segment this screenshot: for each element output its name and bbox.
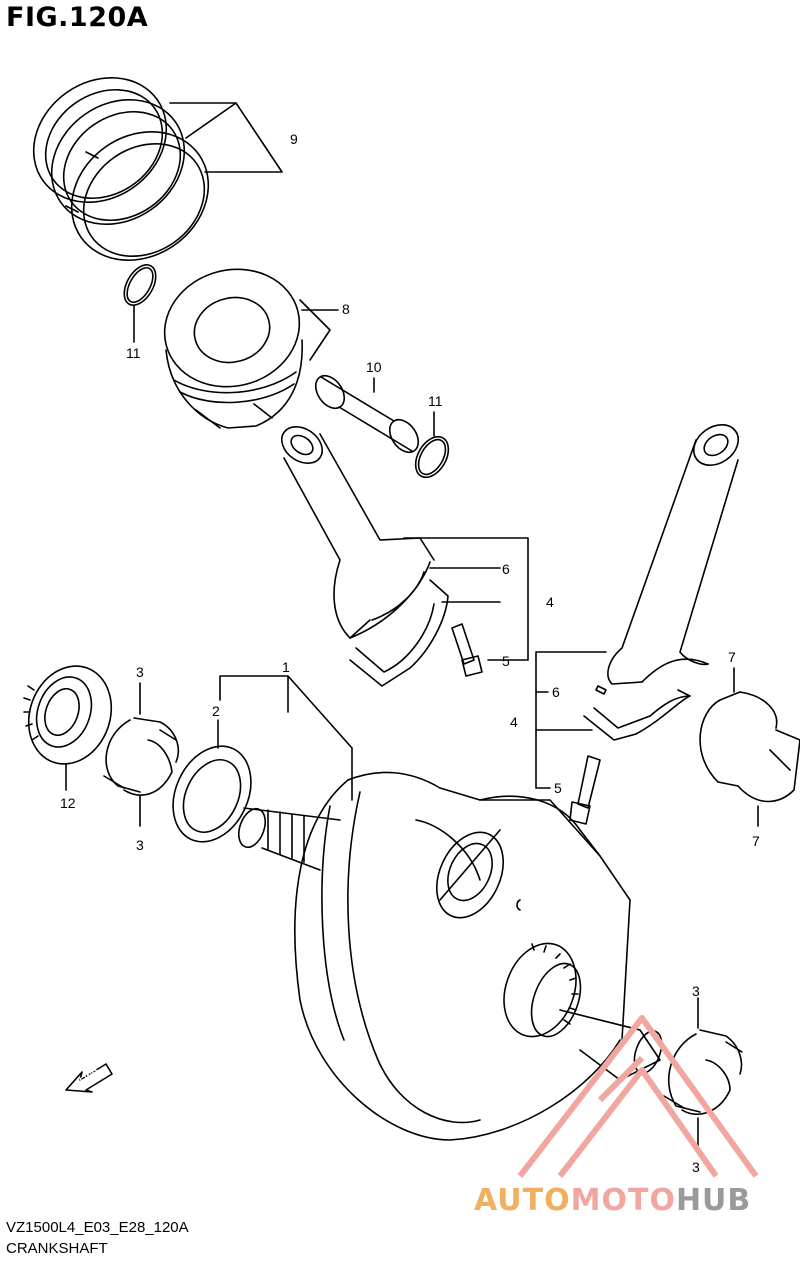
callout-3-c: 3: [692, 983, 700, 999]
callout-2: 2: [212, 703, 220, 719]
piston: [163, 268, 331, 429]
connecting-rod-right: [583, 424, 740, 741]
figure-title: FIG.120A: [6, 2, 149, 33]
callout-10: 10: [366, 359, 382, 375]
callout-8: 8: [342, 301, 350, 317]
forward-direction-arrow: [65, 1063, 113, 1093]
model-code: VZ1500L4_E03_E28_120A: [6, 1219, 189, 1236]
section-name: CRANKSHAFT: [6, 1240, 108, 1257]
piston-pin: [314, 374, 420, 454]
circlip-right: [414, 435, 450, 479]
callout-4-right: 4: [510, 714, 518, 730]
connecting-rod-left: [280, 426, 449, 687]
callout-6-left: 6: [502, 561, 510, 577]
conrod-bolt-left: [451, 623, 483, 677]
thrust-bearing-2: [172, 745, 252, 843]
callout-1: 1: [282, 659, 290, 675]
crank-bearing-3-left: [103, 717, 180, 796]
watermark-text: AUTOMOTOHUB: [474, 1183, 752, 1218]
conrod-bolt-right: [569, 755, 601, 825]
callout-3-d: 3: [692, 1159, 700, 1175]
crank-bearing-7: [699, 691, 800, 803]
callout-6-right: 6: [552, 684, 560, 700]
callout-4-left: 4: [546, 594, 554, 610]
callout-11-left: 11: [126, 345, 141, 361]
callout-3-a: 3: [136, 664, 144, 680]
piston-ring-set: [32, 76, 210, 261]
watermark-logo: [517, 1015, 759, 1178]
callout-5-right: 5: [554, 780, 562, 796]
callout-3-b: 3: [136, 837, 144, 853]
callout-12: 12: [60, 795, 76, 811]
crank-bearing-3-right: [663, 1029, 743, 1115]
dowel-pin-right: [595, 685, 607, 695]
callout-11-right: 11: [428, 393, 443, 409]
circlip-left: [123, 264, 157, 306]
callout-5-left: 5: [502, 653, 510, 669]
crankshaft: [238, 771, 663, 1141]
callout-labels: 9 8 11 10 11 6 4 5 1 3 2 7 6 4 5 12 3 7 …: [60, 131, 760, 1175]
callout-7-top: 7: [728, 649, 736, 665]
primary-drive-gear: [23, 665, 113, 765]
callout-7-bottom: 7: [752, 833, 760, 849]
callout-9: 9: [290, 131, 298, 147]
